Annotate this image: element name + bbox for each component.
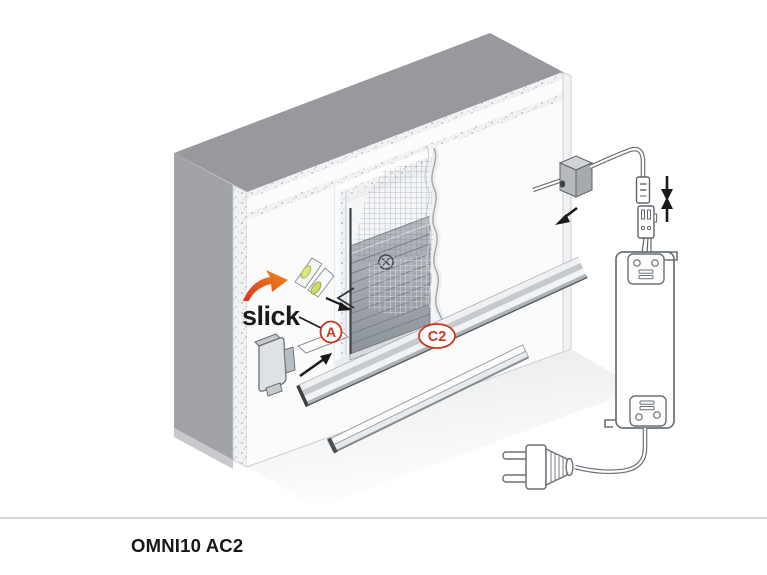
cut-edge-speckle	[340, 190, 346, 360]
product-title: OMNI10 AC2	[131, 535, 243, 556]
label-c2-text: C2	[428, 329, 447, 345]
label-a-text: A	[326, 324, 336, 340]
plug-cable	[574, 428, 648, 475]
connector-male	[635, 176, 651, 204]
render-top-edge	[247, 79, 563, 213]
brand-logo-text: slick	[242, 301, 301, 331]
arrow-connect-down-icon	[661, 176, 673, 201]
insulation-edge-strip-top2	[247, 93, 563, 220]
mains-plug	[502, 444, 574, 490]
insulation-edge-strip-top	[247, 72, 563, 199]
arrow-endcap-icon	[299, 353, 332, 378]
connector-female	[637, 205, 658, 254]
diffuser-bar	[326, 344, 530, 454]
soffit-plane	[247, 349, 640, 508]
torn-render-edge	[424, 141, 458, 335]
wall-side-bevel	[174, 428, 233, 469]
reinforcing-mesh	[354, 156, 446, 262]
power-cable-elbow	[589, 146, 646, 178]
driver-terminal-top	[627, 253, 665, 285]
driver-terminal-bottom	[629, 395, 667, 427]
end-cap	[254, 333, 296, 397]
brand-swoosh-icon	[243, 270, 288, 301]
arrow-connect-up-icon	[661, 197, 673, 222]
label-a-pointer-line	[298, 316, 322, 329]
label-c2-badge: C2	[418, 323, 456, 349]
mounting-clip	[294, 257, 335, 298]
label-a-badge: A	[319, 320, 343, 344]
power-supply-unit	[604, 251, 678, 429]
arrow-clip-icon	[325, 296, 352, 311]
wall-grommet	[558, 155, 594, 198]
arrow-wall-icon	[555, 206, 578, 225]
reinforcing-mesh-over-profile	[368, 252, 446, 316]
wall-top-face	[174, 33, 563, 192]
wall-side-face	[174, 153, 233, 460]
brand-logo: slick	[242, 270, 322, 331]
